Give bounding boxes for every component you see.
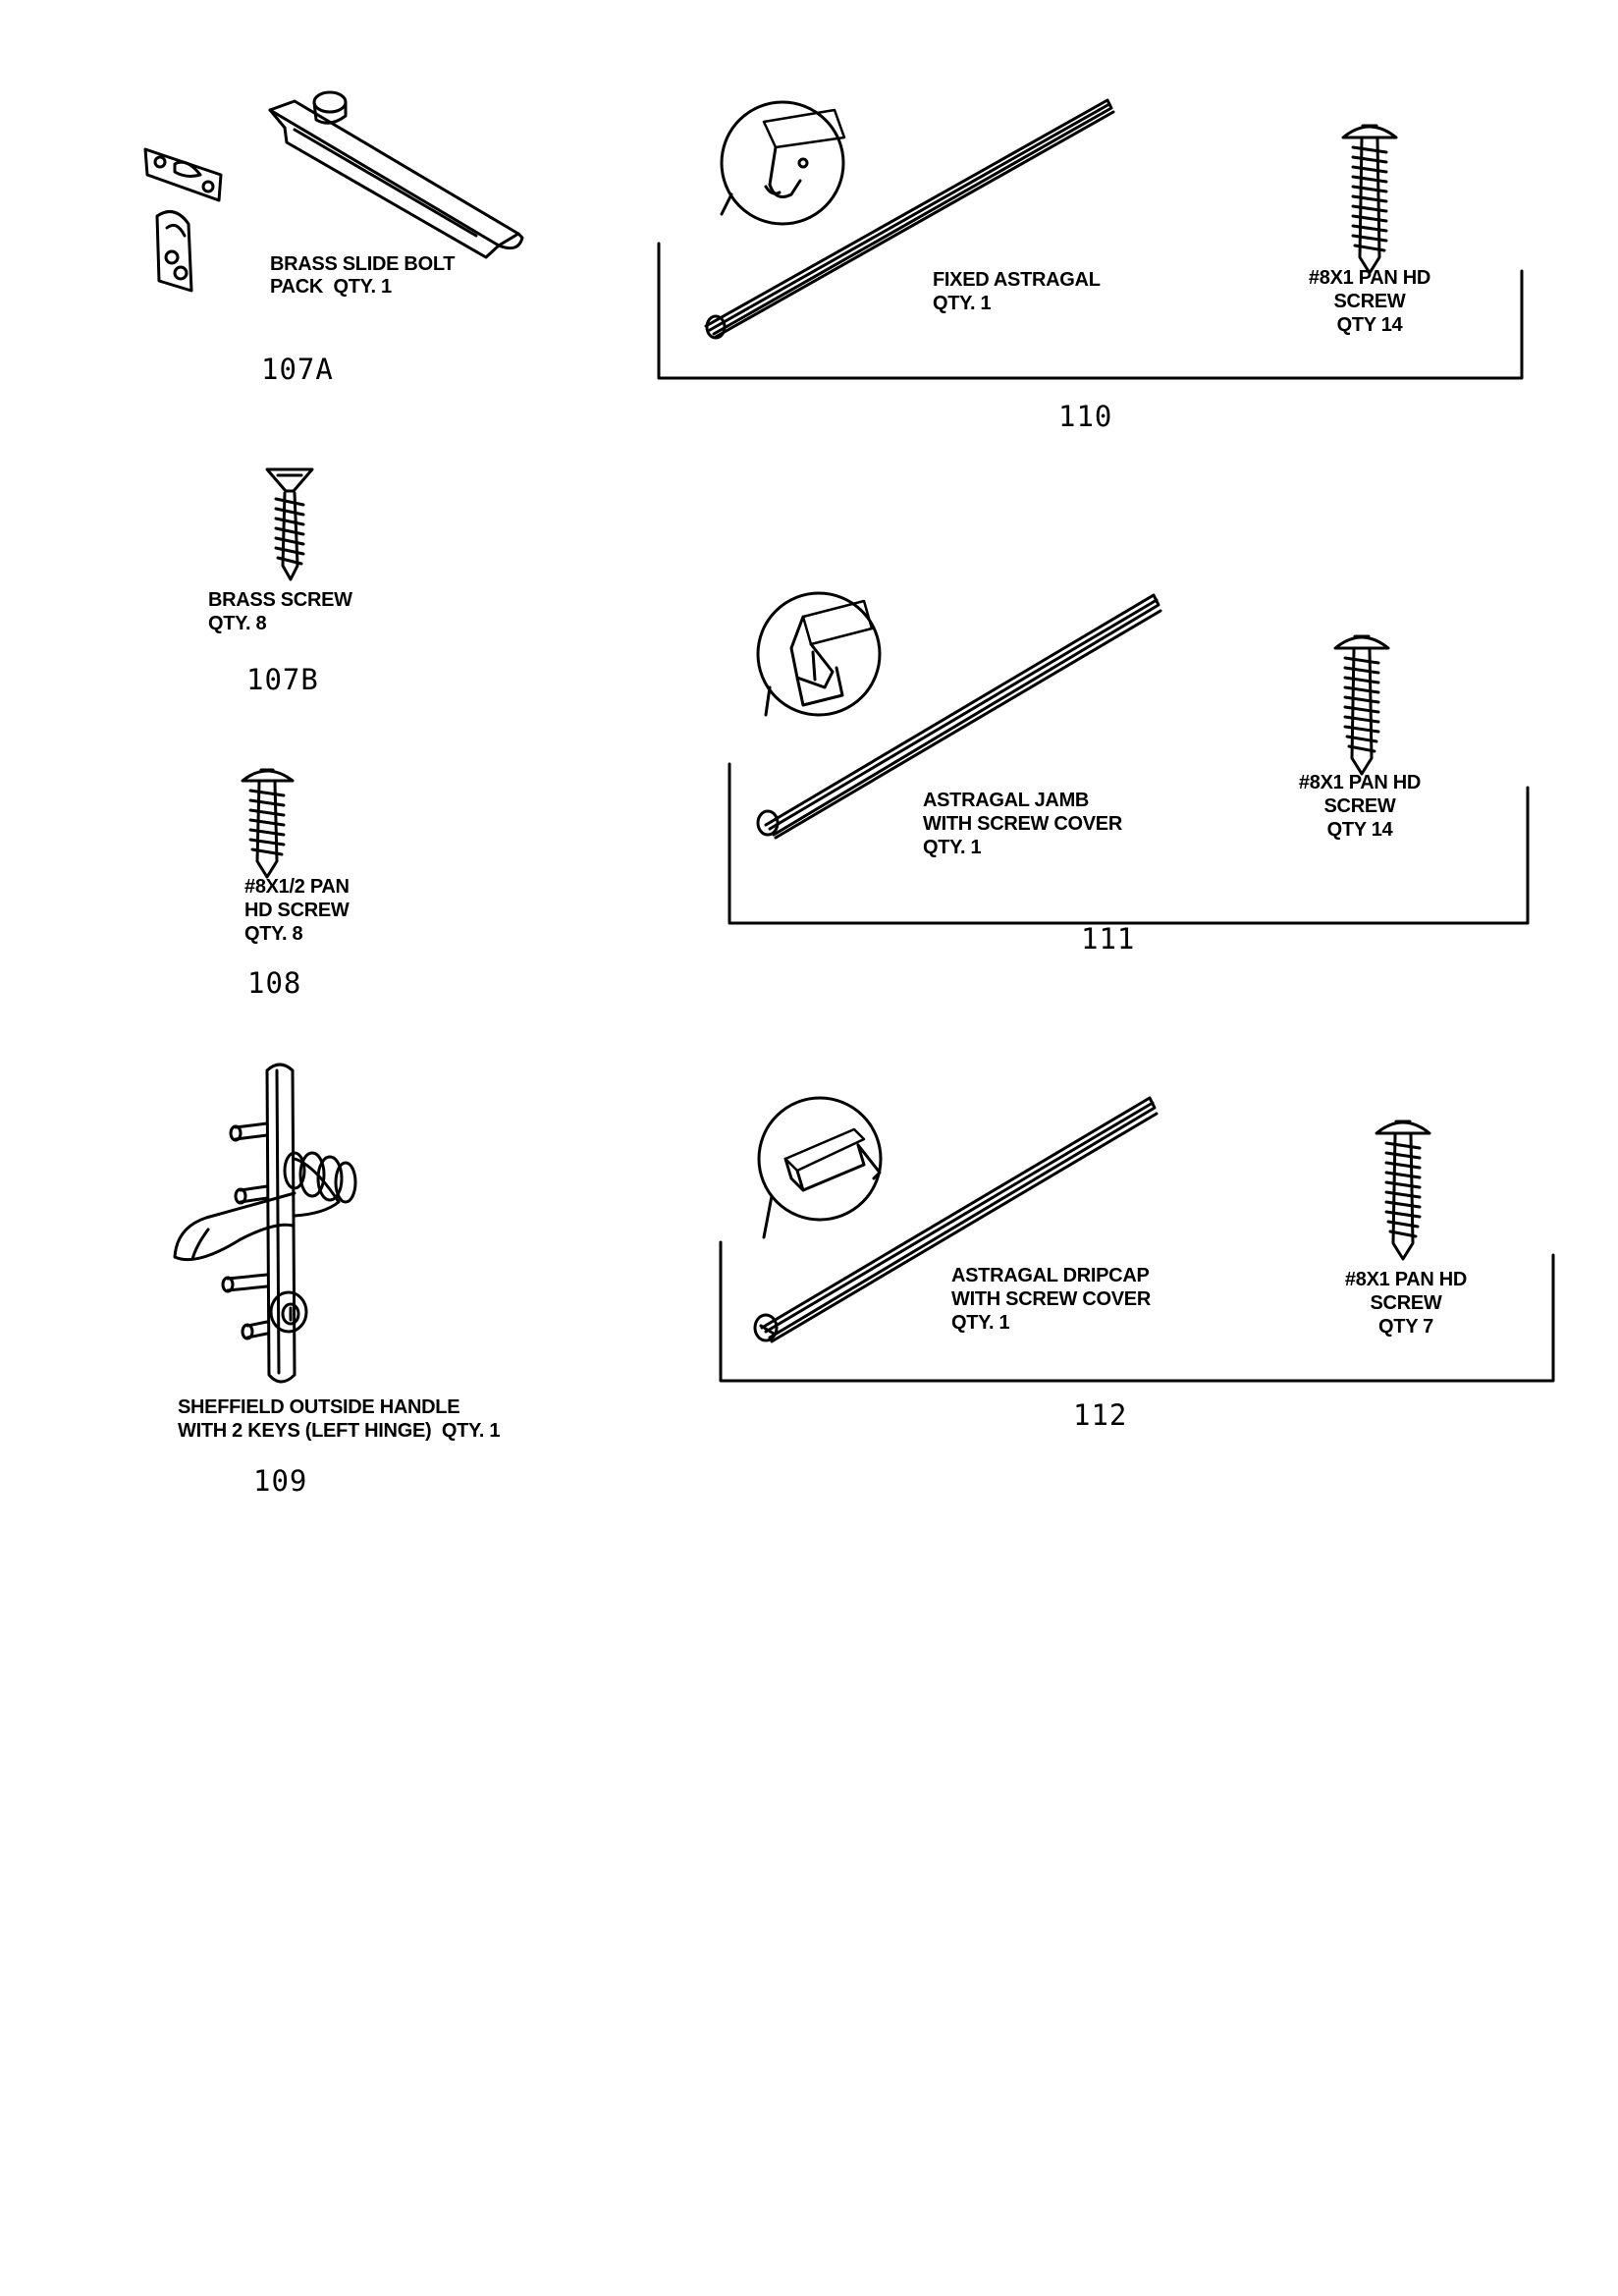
- part-112-label-line2: WITH SCREW COVER: [951, 1288, 1151, 1310]
- part-112-screw-label-line3: QTY 7: [1378, 1316, 1433, 1338]
- part-112-number: 112: [1073, 1398, 1128, 1432]
- part-112-screw-label-line2: SCREW: [1370, 1292, 1442, 1314]
- part-112-label-line1: ASTRAGAL DRIPCAP: [951, 1265, 1150, 1286]
- part-107b-label-line1: BRASS SCREW: [208, 589, 352, 611]
- part-109-label-line1: SHEFFIELD OUTSIDE HANDLE: [178, 1396, 460, 1418]
- part-110-label-line2: QTY. 1: [933, 293, 992, 314]
- part-111-label-line2: WITH SCREW COVER: [923, 813, 1122, 835]
- astragal-strip-icon: [704, 98, 1115, 340]
- detail-magnifier-icon: [756, 591, 882, 717]
- part-112-screw-label-line1: #8X1 PAN HD: [1344, 1269, 1468, 1290]
- part-111-label-line1: ASTRAGAL JAMB: [923, 790, 1090, 811]
- door-handle-icon: [173, 1063, 357, 1384]
- detail-magnifier-icon: [757, 1096, 883, 1239]
- part-111-screw-label-line3: QTY 14: [1326, 819, 1393, 841]
- part-110-screw-label-line2: SCREW: [1333, 291, 1406, 312]
- part-107a-label-line2: PACK QTY. 1: [270, 276, 392, 298]
- bracket-110: [657, 242, 1524, 380]
- part-108-number: 108: [247, 966, 302, 1000]
- flat-head-screw-icon: [265, 467, 314, 581]
- part-110-screw-label-line1: #8X1 PAN HD: [1308, 267, 1431, 289]
- part-111-screw-label-line2: SCREW: [1323, 795, 1396, 817]
- part-108-label-line2: HD SCREW: [244, 900, 350, 921]
- pan-head-screw-icon: [1333, 634, 1390, 776]
- part-108-label-line1: #8X1/2 PAN: [244, 876, 350, 898]
- part-110-number: 110: [1058, 400, 1113, 433]
- astragal-strip-icon: [756, 593, 1162, 840]
- part-107b-label-line2: QTY. 8: [208, 613, 267, 634]
- part-108-label-line3: QTY. 8: [244, 923, 303, 945]
- part-109-number: 109: [253, 1464, 308, 1498]
- pan-head-screw-icon: [241, 768, 295, 879]
- part-110-label-line1: FIXED ASTRAGAL: [933, 269, 1101, 291]
- astragal-strip-icon: [753, 1096, 1159, 1343]
- part-111-label-line3: QTY. 1: [923, 837, 982, 858]
- bracket-112: [719, 1240, 1555, 1383]
- detail-magnifier-icon: [720, 100, 846, 226]
- part-111-number: 111: [1081, 922, 1136, 956]
- pan-head-screw-icon: [1341, 124, 1398, 275]
- part-107a-label-line1: BRASS SLIDE BOLT: [270, 253, 456, 275]
- pan-head-screw-icon: [1375, 1120, 1431, 1261]
- strike-plate-icon: [143, 147, 223, 293]
- part-107b-number: 107B: [246, 663, 319, 696]
- part-110-screw-label-line3: QTY 14: [1336, 314, 1403, 336]
- bracket-111: [728, 762, 1530, 925]
- part-107a-number: 107A: [261, 353, 334, 386]
- part-109-label-line2: WITH 2 KEYS (LEFT HINGE) QTY. 1: [178, 1420, 501, 1442]
- part-111-screw-label-line1: #8X1 PAN HD: [1298, 772, 1422, 793]
- slide-bolt-icon: [268, 90, 524, 259]
- part-112-label-line3: QTY. 1: [951, 1312, 1010, 1334]
